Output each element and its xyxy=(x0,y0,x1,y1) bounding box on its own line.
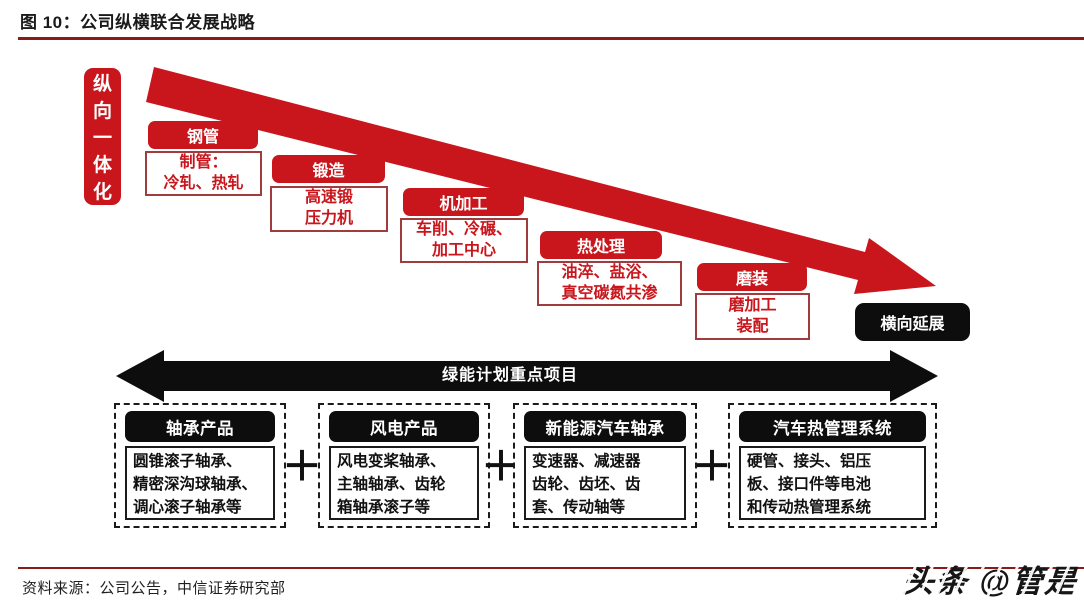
green-plan-double-arrow-icon xyxy=(116,350,938,402)
footer-rule xyxy=(18,567,1084,569)
group-detail: 风电变桨轴承、 主轴轴承、齿轮 箱轴承滚子等 xyxy=(329,446,479,520)
group-header: 新能源汽车轴承 xyxy=(524,411,686,442)
group-nev-bearings: 新能源汽车轴承 变速器、减速器 齿轮、齿坯、齿 套、传动轴等 xyxy=(513,403,697,528)
vertical-integration-box: 纵向一体化 xyxy=(84,68,121,205)
step-detail-steel-pipe: 制管： 冷轧、热轧 xyxy=(145,151,262,196)
step-label-grinding-assembly: 磨装 xyxy=(697,263,807,291)
group-header: 轴承产品 xyxy=(125,411,275,442)
watermark: 头条 @管是 xyxy=(902,556,1080,601)
vertical-integration-arrow-icon xyxy=(146,67,936,294)
group-header: 风电产品 xyxy=(329,411,479,442)
group-header: 汽车热管理系统 xyxy=(739,411,926,442)
step-detail-heat-treatment: 油淬、盐浴、 真空碳氮共渗 xyxy=(537,261,682,306)
step-detail-machining: 车削、冷碾、 加工中心 xyxy=(400,218,528,263)
step-detail-grinding-assembly: 磨加工 装配 xyxy=(695,293,810,340)
step-label-machining: 机加工 xyxy=(403,188,524,216)
plus-icon: ＋ xyxy=(692,445,732,489)
plus-icon: ＋ xyxy=(282,445,322,489)
step-label-forging: 锻造 xyxy=(272,155,385,183)
horizontal-extension-box: 横向延展 xyxy=(855,303,970,341)
group-auto-thermal-management: 汽车热管理系统 硬管、接头、铝压 板、接口件等电池 和传动热管理系统 xyxy=(728,403,937,528)
title-underline xyxy=(18,37,1084,40)
step-label-steel-pipe: 钢管 xyxy=(148,121,258,149)
step-label-heat-treatment: 热处理 xyxy=(540,231,662,259)
figure-title: 图 10：公司纵横联合发展战略 xyxy=(20,13,256,32)
source-note: 资料来源：公司公告，中信证券研究部 xyxy=(22,580,286,597)
green-plan-banner-label: 绿能计划重点项目 xyxy=(441,367,578,384)
step-detail-forging: 高速锻 压力机 xyxy=(270,186,388,232)
group-bearing-products: 轴承产品 圆锥滚子轴承、 精密深沟球轴承、 调心滚子轴承等 xyxy=(114,403,286,528)
group-detail: 圆锥滚子轴承、 精密深沟球轴承、 调心滚子轴承等 xyxy=(125,446,275,520)
group-detail: 硬管、接头、铝压 板、接口件等电池 和传动热管理系统 xyxy=(739,446,926,520)
group-detail: 变速器、减速器 齿轮、齿坯、齿 套、传动轴等 xyxy=(524,446,686,520)
group-wind-power-products: 风电产品 风电变桨轴承、 主轴轴承、齿轮 箱轴承滚子等 xyxy=(318,403,490,528)
